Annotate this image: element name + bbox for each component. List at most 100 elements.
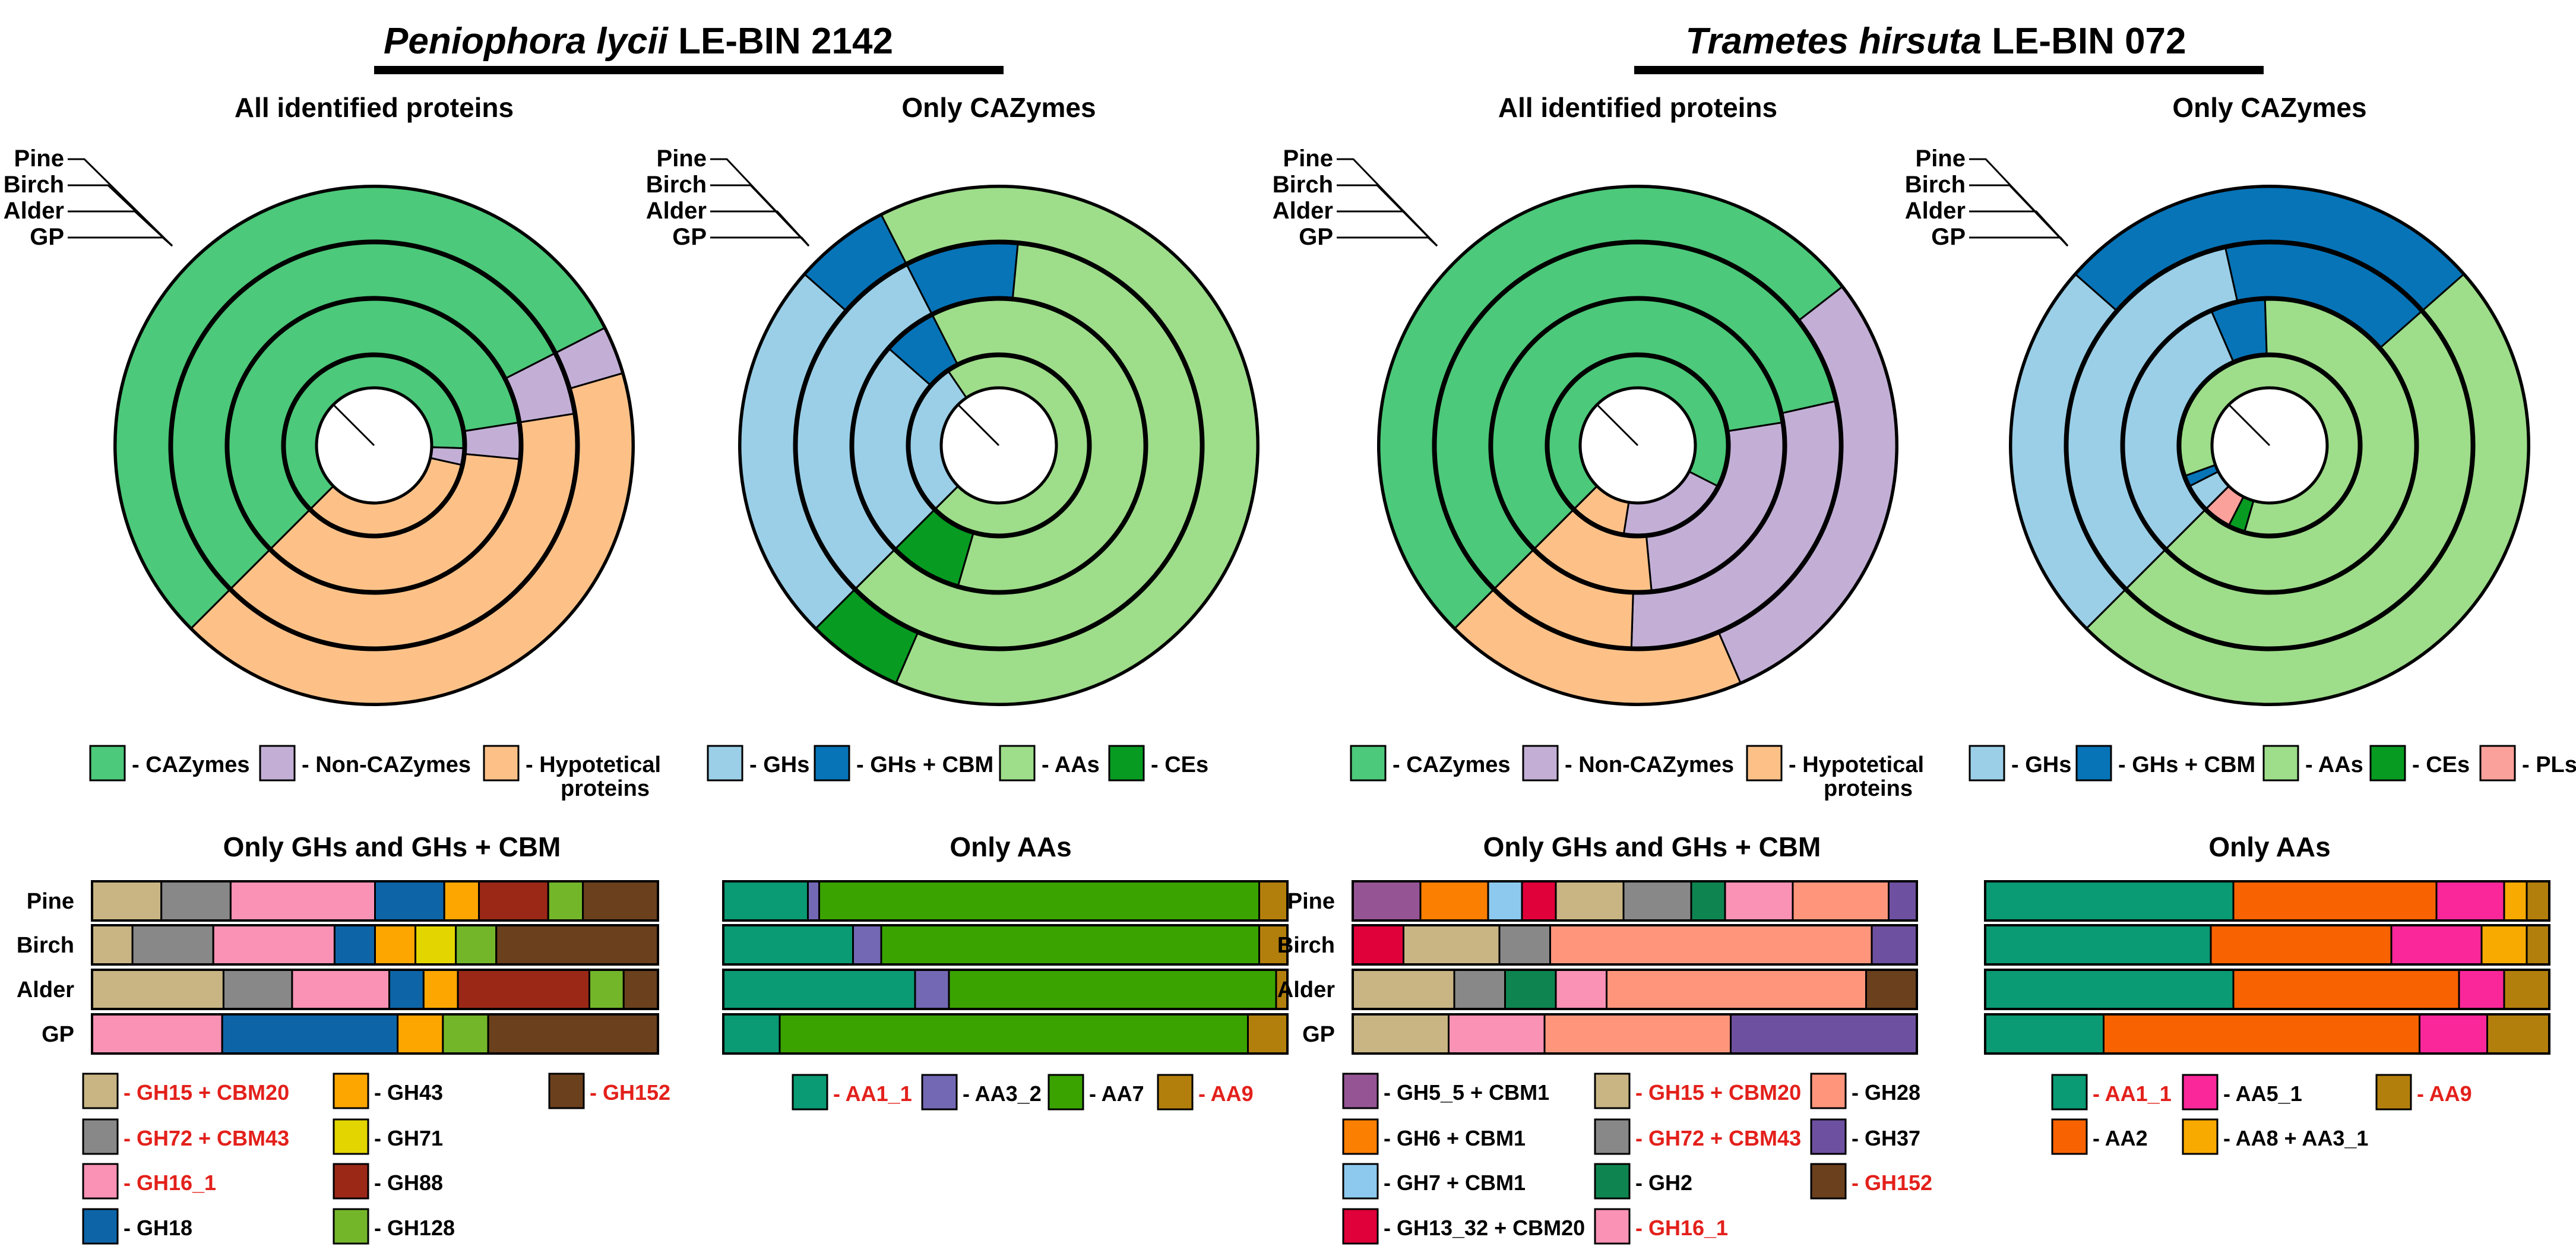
bar-segment-birch-gh152 xyxy=(495,924,659,966)
bar-segment-pine-gh88 xyxy=(478,880,549,922)
legend-swatch-gh88 xyxy=(333,1163,369,1200)
ring-outline xyxy=(1377,185,1898,706)
bar-segment-alder-gh15-cbm20 xyxy=(1352,969,1455,1010)
bar-title-3: Only GHs and GHs + CBM xyxy=(1483,831,1821,862)
bar-segment-pine-aa1-1 xyxy=(722,880,809,922)
legend-label-gh15-cbm20: - GH15 + CBM20 xyxy=(1635,1080,1801,1105)
legend-swatch-ghs-cbm xyxy=(2075,745,2112,782)
bar-segment-gp-gh152 xyxy=(487,1013,659,1055)
legend-label-gh15-cbm20: - GH15 + CBM20 xyxy=(124,1080,289,1105)
bar-outline-alder xyxy=(722,969,1289,1010)
center-tick xyxy=(333,404,375,447)
bar-segment-gp-gh16-1 xyxy=(1448,1013,1546,1055)
legend-swatch-gh72-cbm43 xyxy=(82,1118,119,1155)
legend-label-aa1-1: - AA1_1 xyxy=(833,1081,912,1106)
bar-title-4: Only AAs xyxy=(2208,831,2330,862)
bar-segment-birch-gh72-cbm43 xyxy=(131,924,214,966)
legend-label-ghs-cbm: - GHs + CBM xyxy=(856,752,993,777)
donut-slice-pine-cazymes xyxy=(1548,355,1728,510)
ring-label-alder: Alder xyxy=(1273,198,1333,224)
leader-line xyxy=(710,210,810,247)
legend-swatch-aa9 xyxy=(2375,1074,2412,1111)
legend-label-gh43: - GH43 xyxy=(374,1080,443,1105)
bar-segment-pine-aa1-1 xyxy=(1984,880,2235,922)
bar-outline-birch xyxy=(1984,924,2550,966)
ring-outline xyxy=(226,298,522,593)
legend-swatch-aa7 xyxy=(1048,1074,1084,1111)
ring-label-gp: GP xyxy=(1931,224,1966,250)
legend-swatch-gh16-1 xyxy=(82,1163,119,1200)
ring-label-gp: GP xyxy=(672,224,707,250)
legend-label-aa5-1: - AA5_1 xyxy=(2223,1081,2302,1106)
ring-outline xyxy=(907,354,1090,537)
bar-row-label-alder: Alder xyxy=(17,978,74,1002)
ring-label-pine: Pine xyxy=(1283,145,1333,172)
legend-label-gh152: - GH152 xyxy=(1852,1171,1932,1195)
legend-label-non-cazymes: - Non-CAZymes xyxy=(1565,752,1734,777)
bar-segment-alder-gh152 xyxy=(622,969,659,1010)
bar-legend-2: - AA1_1- AA3_2- AA7- AA9 xyxy=(792,1074,1254,1111)
donut-slice-birch-aas xyxy=(2165,299,2416,592)
ring-outline xyxy=(2122,298,2417,593)
bar-segment-birch-gh72-cbm43 xyxy=(1498,924,1551,966)
bar-segment-alder-gh18 xyxy=(388,969,425,1010)
bar-segment-pine-gh15-cbm20 xyxy=(1555,880,1625,922)
donut-slice-gp-ghs-cbm xyxy=(2074,186,2465,311)
bar-row-label-gp: GP xyxy=(42,1022,74,1047)
legend-swatch-gh7-cbm1 xyxy=(1342,1163,1379,1200)
legend-label-gh37: - GH37 xyxy=(1852,1126,1920,1150)
legend-label-ghs: - GHs xyxy=(749,752,809,777)
ring-label-birch: Birch xyxy=(4,172,64,198)
legend-label-aa1-1: - AA1_1 xyxy=(2093,1081,2172,1106)
legend-swatch-ces xyxy=(2369,745,2406,782)
center-tick xyxy=(1596,404,1639,447)
bar-segment-gp-aa7 xyxy=(779,1013,1249,1055)
ring-outline xyxy=(2178,354,2361,537)
leader-line xyxy=(1337,158,1438,247)
bar-segment-birch-aa1-1 xyxy=(722,924,854,966)
legend-swatch-gh43 xyxy=(333,1073,369,1109)
bar-segment-alder-gh16-1 xyxy=(291,969,391,1010)
center-tick xyxy=(957,404,1000,447)
ring-label-pine: Pine xyxy=(1916,145,1966,172)
legend-label-cazymes: - CAZymes xyxy=(132,752,250,777)
legend-swatch-gh18 xyxy=(82,1208,119,1245)
legend-label-gh16-1: - GH16_1 xyxy=(124,1171,216,1195)
ring-label-birch: Birch xyxy=(1273,172,1333,198)
bar-segment-pine-gh6-cbm1 xyxy=(1419,880,1489,922)
legend-swatch-gh37 xyxy=(1810,1118,1847,1155)
legend-swatch-aa1-1 xyxy=(792,1074,828,1111)
bar-segment-birch-gh16-1 xyxy=(212,924,336,966)
legend-swatch-gh152 xyxy=(548,1073,585,1109)
bar-segment-gp-aa9 xyxy=(1247,1013,1289,1055)
bar-segment-gp-aa5-1 xyxy=(2419,1013,2488,1055)
legend-swatch-aa9 xyxy=(1157,1074,1194,1111)
bar-segment-gp-gh16-1 xyxy=(91,1013,223,1055)
bar-segment-gp-gh37 xyxy=(1730,1013,1918,1055)
donut-slice-gp-non-cazymes xyxy=(1718,286,1897,684)
donut-chart-all-proteins-trametes xyxy=(1377,185,1898,706)
legend-swatch-gh6-cbm1 xyxy=(1342,1118,1379,1155)
legend-label-aas: - AAs xyxy=(1042,752,1100,777)
legend-swatch-aa5-1 xyxy=(2182,1074,2219,1111)
donut-chart-cazymes-trametes xyxy=(2009,185,2530,706)
bar-segment-alder-gh43 xyxy=(422,969,459,1010)
ring-outline xyxy=(283,354,466,537)
panel-title-left: Peniophora lycii LE-BIN 2142 xyxy=(384,21,893,62)
ring-label-gp: GP xyxy=(30,224,64,250)
ring-label-birch: Birch xyxy=(646,172,707,198)
donut-slice-alder-cazymes xyxy=(171,242,555,590)
legend-label-gh128: - GH128 xyxy=(374,1216,455,1240)
ring-outline xyxy=(738,185,1259,706)
donut-chart-cazymes-peniophora xyxy=(738,185,1259,706)
legend-swatch-cazymes xyxy=(1350,745,1387,782)
ring-labels-4: Pine Birch Alder GP xyxy=(1905,145,2069,250)
legend-label-gh2: - GH2 xyxy=(1635,1171,1692,1195)
bar-row-label-birch: Birch xyxy=(1277,933,1335,958)
leader-line xyxy=(1337,210,1438,247)
donut-legend-2: - GHs- GHs + CBM- AAs- CEs xyxy=(707,745,1208,782)
bar-segment-birch-gh15-cbm20 xyxy=(91,924,134,966)
bar-segment-birch-aa3-2 xyxy=(852,924,882,966)
leader-line xyxy=(68,236,173,247)
